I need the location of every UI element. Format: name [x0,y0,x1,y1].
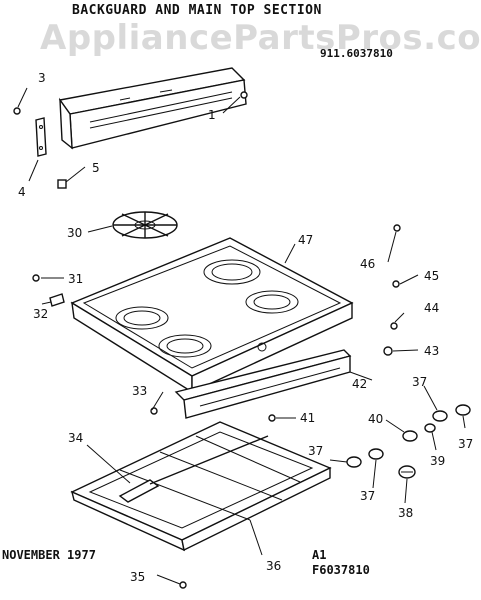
callout-34: 34 [68,431,83,445]
nut-part-43 [383,346,393,356]
knob-part-39 [424,423,436,433]
screw-part-33 [150,407,158,415]
knob-part-38 [398,465,416,479]
burner-box-part-36 [70,421,332,552]
callout-37-a: 37 [412,375,427,389]
callout-47: 47 [298,233,313,247]
knob-part-37-d [368,448,384,460]
callout-43: 43 [424,344,439,358]
burner-tube-part-34 [118,435,269,503]
callout-36: 36 [266,559,281,573]
callout-39: 39 [430,454,445,468]
callout-44: 44 [424,301,439,315]
callout-37-d: 37 [360,489,375,503]
callout-labels: 3 1 4 5 30 31 32 33 47 42 46 45 44 43 41… [18,71,473,584]
callout-42: 42 [352,377,367,391]
figure-number: F6037810 [312,563,370,577]
screw-part-41 [268,414,276,422]
diagram-title: BACKGUARD AND MAIN TOP SECTION [72,3,322,18]
callout-1: 1 [208,108,216,122]
burner-openings [115,259,299,358]
screw-part-35 [179,581,187,589]
knob-part-37-a [432,410,448,422]
callout-33: 33 [132,384,147,398]
spring-part-44 [390,322,398,330]
callout-40: 40 [368,412,383,426]
bracket-part-4 [35,117,47,157]
callout-45: 45 [424,269,439,283]
manifold-panel-part-42 [174,349,352,419]
callout-38: 38 [398,506,413,520]
callout-3: 3 [38,71,46,85]
callout-35: 35 [130,570,145,584]
screw-part-46 [393,224,401,232]
knob-part-37-c [346,456,362,468]
screw-part-3 [13,107,21,115]
watermark: AppliancePartsPros.com [40,18,481,58]
knob-part-40 [402,430,418,442]
clip-part-5 [57,179,67,189]
callout-41: 41 [300,411,315,425]
burner-grate-part-30 [112,211,178,239]
model-number: 911.6037810 [320,47,393,60]
backguard [58,67,247,150]
callout-31: 31 [68,272,83,286]
leader-lines [17,87,466,585]
bracket-part-32 [49,293,65,307]
main-top-part-47 [70,237,354,394]
revision-date: NOVEMBER 1977 [2,548,96,562]
washer-part-45 [392,280,400,288]
callout-4: 4 [18,185,26,199]
callout-5: 5 [92,161,100,175]
clip-part-31 [32,274,40,282]
callout-37-b: 37 [458,437,473,451]
callout-30: 30 [67,226,82,240]
callout-32: 32 [33,307,48,321]
screw-part-1 [240,91,248,99]
knob-part-37-b [455,404,471,416]
callout-37-c: 37 [308,444,323,458]
figure-code: A1 [312,548,327,562]
callout-46: 46 [360,257,375,271]
